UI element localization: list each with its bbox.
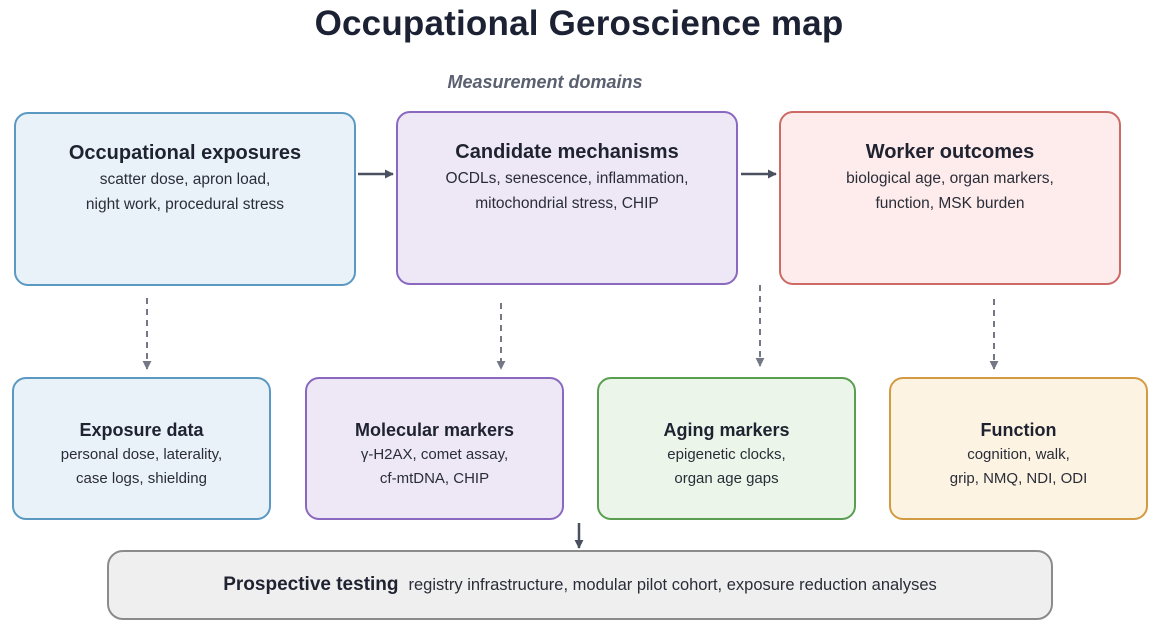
box-heading: Exposure data: [79, 420, 204, 440]
box-text: registry infrastructure, modular pilot c…: [408, 575, 937, 594]
box-text-line-1: OCDLs, senescence, inflammation,: [445, 170, 689, 187]
box-text-line-2: case logs, shielding: [76, 470, 207, 487]
box-text-line-2: organ age gaps: [674, 470, 779, 487]
box-text-line-1: epigenetic clocks,: [667, 446, 786, 463]
box-text-line-2: grip, NMQ, NDI, ODI: [949, 470, 1088, 487]
occupational-exposures-box: Occupational exposures scatter dose, apr…: [14, 112, 356, 286]
box-text-line-2: cf-mtDNA, CHIP: [379, 470, 490, 487]
box-heading: Candidate mechanisms: [455, 141, 679, 163]
box-heading: Occupational exposures: [68, 142, 302, 164]
box-heading: Prospective testing: [223, 574, 399, 595]
box-text-line-2: function, MSK burden: [875, 195, 1025, 212]
aging-markers-box: Aging markers epigenetic clocks, organ a…: [597, 377, 856, 520]
section-subtitle: Measurement domains: [447, 72, 643, 92]
candidate-mechanisms-box: Candidate mechanisms OCDLs, senescence, …: [396, 111, 738, 285]
function-box: Function cognition, walk, grip, NMQ, NDI…: [889, 377, 1148, 520]
box-heading: Function: [980, 420, 1057, 440]
box-heading: Molecular markers: [354, 420, 515, 440]
box-heading: Aging markers: [663, 420, 790, 440]
box-heading: Worker outcomes: [865, 141, 1035, 163]
box-text-line-1: cognition, walk,: [967, 446, 1070, 463]
box-text-line-1: personal dose, laterality,: [60, 446, 223, 463]
molecular-markers-box: Molecular markers γ-H2AX, comet assay, c…: [305, 377, 564, 520]
box-text-line-1: γ-H2AX, comet assay,: [360, 446, 509, 463]
diagram-title: Occupational Geroscience map: [314, 4, 844, 43]
prospective-testing-box: Prospective testing registry infrastruct…: [107, 550, 1053, 620]
box-text-line-1: scatter dose, apron load,: [99, 171, 271, 188]
exposure-data-box: Exposure data personal dose, laterality,…: [12, 377, 271, 520]
worker-outcomes-box: Worker outcomes biological age, organ ma…: [779, 111, 1121, 285]
box-text-line-2: mitochondrial stress, CHIP: [475, 195, 659, 212]
box-text-line-1: biological age, organ markers,: [846, 170, 1054, 187]
box-text-line-2: night work, procedural stress: [85, 196, 285, 213]
